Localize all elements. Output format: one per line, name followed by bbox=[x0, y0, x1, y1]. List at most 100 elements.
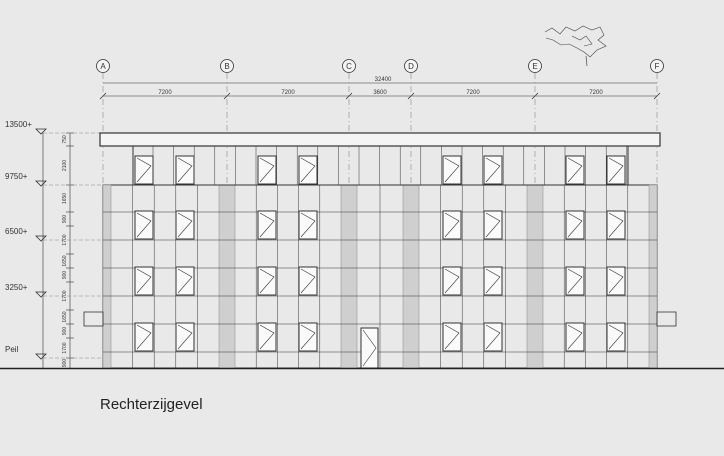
window-opening-mark bbox=[300, 157, 316, 183]
vertical-dimension-text: 1700 bbox=[62, 342, 68, 353]
level-label: Peil bbox=[5, 345, 19, 354]
facade-infill-strip bbox=[648, 184, 658, 369]
grid-axis-bubble bbox=[96, 59, 110, 73]
window bbox=[606, 155, 626, 185]
level-triangle-icon bbox=[35, 235, 47, 242]
grid-axis-label: D bbox=[408, 62, 414, 71]
window bbox=[606, 322, 626, 352]
window bbox=[483, 266, 503, 296]
vertical-dimension-text: 900 bbox=[62, 327, 68, 336]
level-label: 6500+ bbox=[5, 227, 28, 236]
window-opening-mark bbox=[136, 157, 152, 183]
grid-axis-label: F bbox=[655, 62, 660, 71]
grid-axis-bubble bbox=[528, 59, 542, 73]
bay-dimension-text: 7200 bbox=[589, 90, 603, 96]
window-opening-mark bbox=[444, 212, 460, 238]
window-opening-mark bbox=[259, 157, 275, 183]
window-opening-mark bbox=[485, 268, 501, 294]
window bbox=[442, 266, 462, 296]
window bbox=[565, 322, 585, 352]
bay-dimension-text: 3600 bbox=[373, 90, 387, 96]
grid-axis-bubble bbox=[404, 59, 418, 73]
grid-axis-label: A bbox=[100, 62, 106, 71]
window-opening-mark bbox=[177, 268, 193, 294]
side-box-left bbox=[83, 311, 104, 327]
dimension-layer: 32400 7200 7200 3600 7200 7200 750 2100 1650 900 1… bbox=[42, 77, 661, 368]
level-triangle-icon bbox=[35, 128, 47, 135]
vertical-dimension-text: 900 bbox=[62, 215, 68, 224]
vertical-dimension-text: 750 bbox=[62, 135, 68, 144]
window-opening-mark bbox=[300, 212, 316, 238]
door-swing-mark bbox=[362, 329, 377, 367]
window bbox=[298, 210, 318, 240]
building-elevation bbox=[0, 132, 724, 370]
level-markers: 13500+9750+6500+3250+Peil bbox=[5, 120, 47, 360]
window bbox=[175, 266, 195, 296]
drawing-title: Rechterzijgevel bbox=[100, 396, 203, 413]
window-opening-mark bbox=[567, 324, 583, 350]
window bbox=[257, 266, 277, 296]
facade-infill-strip bbox=[102, 184, 112, 369]
level-label: 13500+ bbox=[5, 120, 32, 129]
window-opening-mark bbox=[608, 212, 624, 238]
window bbox=[565, 266, 585, 296]
window-opening-mark bbox=[567, 268, 583, 294]
window bbox=[298, 266, 318, 296]
window bbox=[134, 266, 154, 296]
window bbox=[483, 210, 503, 240]
grid-axis-bubble bbox=[220, 59, 234, 73]
window bbox=[257, 155, 277, 185]
window bbox=[175, 155, 195, 185]
window-opening-mark bbox=[177, 212, 193, 238]
bay-dimension-text: 7200 bbox=[466, 90, 480, 96]
window bbox=[134, 155, 154, 185]
vertical-dimension-text: 900 bbox=[62, 271, 68, 280]
side-box-right bbox=[656, 311, 677, 327]
window-opening-mark bbox=[177, 157, 193, 183]
top-floor-outline bbox=[132, 145, 629, 186]
window bbox=[257, 210, 277, 240]
window-opening-mark bbox=[444, 157, 460, 183]
grid-axis-bubble bbox=[342, 59, 356, 73]
window bbox=[175, 210, 195, 240]
window-opening-mark bbox=[259, 268, 275, 294]
roof-band bbox=[99, 132, 661, 147]
window-opening-mark bbox=[485, 212, 501, 238]
overall-dimension-text: 32400 bbox=[375, 77, 392, 83]
window bbox=[442, 210, 462, 240]
window bbox=[175, 322, 195, 352]
facade-infill-strip bbox=[340, 184, 358, 369]
window-opening-mark bbox=[485, 157, 501, 183]
grid-axis-label: B bbox=[224, 62, 229, 71]
facade-infill-strip bbox=[218, 184, 236, 369]
tree-trunk bbox=[585, 55, 588, 67]
window bbox=[298, 155, 318, 185]
window bbox=[565, 155, 585, 185]
window bbox=[483, 155, 503, 185]
window bbox=[442, 155, 462, 185]
window-opening-mark bbox=[567, 157, 583, 183]
window bbox=[257, 322, 277, 352]
tree-detail bbox=[571, 35, 593, 47]
bay-dimension-text: 7200 bbox=[281, 90, 295, 96]
window bbox=[134, 210, 154, 240]
window bbox=[483, 322, 503, 352]
level-triangle-icon bbox=[35, 291, 47, 298]
window-opening-mark bbox=[177, 324, 193, 350]
bay-dimension-text: 7200 bbox=[158, 90, 172, 96]
window-opening-mark bbox=[259, 212, 275, 238]
vertical-dimension-text: 900 bbox=[62, 359, 68, 368]
vertical-dimension-text: 2100 bbox=[62, 160, 68, 171]
entrance-door bbox=[360, 327, 379, 369]
grid-axis-bubble bbox=[650, 59, 664, 73]
level-label: 3250+ bbox=[5, 283, 28, 292]
window bbox=[134, 322, 154, 352]
tree-outline bbox=[544, 25, 607, 58]
grid-axis-label: C bbox=[346, 62, 352, 71]
vertical-dimension-text: 1650 bbox=[62, 311, 68, 322]
window-opening-mark bbox=[608, 324, 624, 350]
window-opening-mark bbox=[444, 268, 460, 294]
level-triangle-icon bbox=[35, 180, 47, 187]
